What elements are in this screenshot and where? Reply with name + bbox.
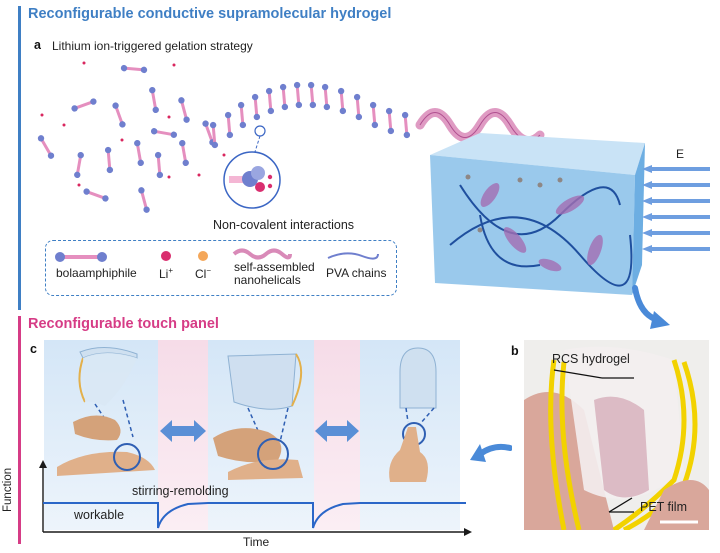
zoom-origin-circle xyxy=(254,125,266,137)
electric-field-label: E xyxy=(676,147,685,161)
state-workable: workable xyxy=(74,508,125,522)
curved-arrow-down xyxy=(632,285,670,329)
rcs-hydrogel-label: RCS hydrogel xyxy=(552,352,630,366)
section-a-title: Reconfigurable conductive supramolecular… xyxy=(28,6,392,22)
touch-scenario-1 xyxy=(57,347,155,476)
nanohelical-icon xyxy=(232,248,292,260)
pva-chain-icon xyxy=(327,252,379,260)
panel-a-subtitle: Lithium ion-triggered gelation strategy xyxy=(52,39,253,53)
touch-scenario-2 xyxy=(213,353,303,480)
y-axis-label: Function xyxy=(2,467,14,512)
assembling-chain xyxy=(208,80,412,150)
hydrogel-cube xyxy=(430,133,645,295)
reconfigure-arrow-2 xyxy=(315,420,359,442)
li-ion-icon xyxy=(161,251,171,261)
section-c-title: Reconfigurable touch panel xyxy=(28,316,219,332)
ions xyxy=(40,61,226,187)
legend-bolaamphiphile: bolaamphiphile xyxy=(56,266,137,280)
cl-ion-icon xyxy=(198,251,208,261)
zoom-caption: Non-covalent interactions xyxy=(213,218,355,232)
state-remolding: stirring-remolding xyxy=(132,484,229,498)
curved-arrow-left xyxy=(470,443,512,462)
legend-pva: PVA chains xyxy=(326,266,387,280)
pet-film-label: PET film xyxy=(640,500,687,514)
function-time-plot xyxy=(39,460,472,536)
panel-b-letter: b xyxy=(511,344,519,358)
legend-box xyxy=(45,240,397,296)
hydrogel-photo xyxy=(524,340,709,530)
section-c-accent-bar xyxy=(18,316,21,544)
section-a-accent-bar xyxy=(18,6,21,310)
bolaamphiphile-icon xyxy=(55,252,107,262)
self-assembly-scheme xyxy=(35,61,412,216)
panel-c-letter: c xyxy=(30,342,37,356)
legend-cl: Cl− xyxy=(195,266,212,281)
electric-field-arrows xyxy=(642,165,710,253)
touch-scenario-3 xyxy=(389,347,437,482)
legend-li: Li+ xyxy=(159,266,174,281)
free-molecules xyxy=(35,63,219,216)
x-axis-label: Time xyxy=(243,535,270,549)
reconfigure-arrow-1 xyxy=(160,420,206,442)
panel-a-letter: a xyxy=(34,38,41,52)
